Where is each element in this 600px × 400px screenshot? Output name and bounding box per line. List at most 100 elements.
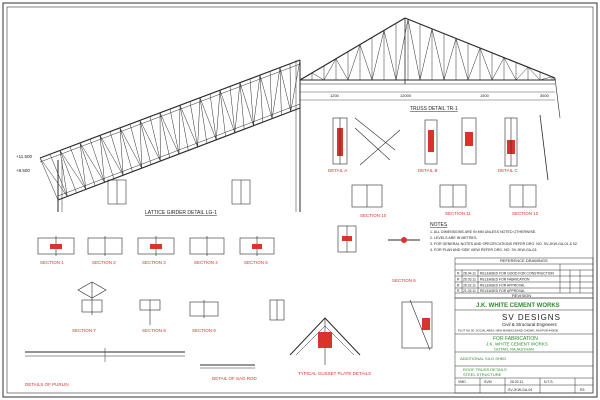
section-7-label: SECTION 7 (72, 328, 96, 333)
web-member (119, 127, 124, 176)
web-member (229, 86, 236, 133)
web-member (269, 71, 273, 119)
sag-rod-detail-label: DETAIL OF SAG ROD (212, 376, 258, 381)
web-member (39, 157, 59, 201)
web-member (159, 112, 180, 155)
web-member (290, 59, 301, 112)
web-member (178, 105, 181, 155)
drawing-number: SV-JKW-GA-04 (508, 388, 532, 392)
web-member (99, 135, 124, 176)
rev-code: R (457, 278, 460, 282)
notes-title: NOTES (430, 222, 448, 228)
section-8-label: SECTION 8 (142, 328, 166, 333)
web-member (279, 67, 282, 116)
rev-date: 26.02.11 (463, 284, 476, 288)
note-line: 1. ALL DIMENSIONS ARE IN MM UNLESS NOTED… (430, 230, 536, 234)
lower-detail-labels: SECTION 7 SECTION 8 SECTION 9 DETAILS OF… (25, 328, 371, 387)
web-member (239, 82, 245, 130)
drawing-scale: N.T.S. (544, 380, 554, 384)
web-member (249, 78, 254, 126)
web-member (69, 146, 87, 190)
checked-by: SVM (484, 380, 492, 384)
rev-desc: RELEASED FOR APPROVAL (480, 284, 525, 288)
web-member (431, 28, 445, 81)
note-line: 4. FOR PLAN AND SIDE VIEW REFER DRG. NO.… (430, 248, 537, 252)
web-member (139, 120, 143, 169)
web-member (539, 76, 553, 81)
detail-c-label: DETAIL C (498, 168, 519, 173)
web-member (79, 142, 96, 186)
web-member (407, 19, 421, 81)
web-member (99, 135, 105, 183)
web-member (129, 124, 143, 169)
web-member (234, 82, 241, 133)
web-member (259, 75, 273, 119)
section-9-label: SECTION 9 (192, 328, 216, 333)
web-member (443, 38, 457, 81)
web-member (271, 67, 281, 119)
web-member (169, 108, 180, 155)
web-member (119, 127, 142, 169)
dim-label: 3500 (540, 93, 550, 98)
rev-desc: RELEASED FOR GOOD FOR CONSTRUCTION (480, 272, 554, 276)
web-member (119, 127, 133, 172)
rev-date: 21.02.11 (463, 289, 476, 293)
web-member (139, 120, 152, 165)
web-member (39, 157, 68, 197)
note-line: 3. FOR GENERAL NOTES AND SPECIFICATIONS … (430, 242, 578, 246)
drawing-status: FOR FABRICATION (493, 336, 538, 342)
web-member (347, 44, 361, 81)
reference-table-text: REFERENCE DRAWINGS R 28.04.11 RELEASED F… (457, 258, 554, 298)
connection-details-right (332, 114, 549, 181)
note-line: 2. LEVELS ARE IN METRES. (430, 236, 477, 240)
roof-truss-elevation (299, 17, 561, 119)
section-1-label: SECTION 1 (40, 260, 64, 265)
web-member (299, 72, 313, 81)
web-member (59, 150, 68, 197)
web-member (199, 97, 217, 140)
level-label: +8.500 (16, 168, 30, 173)
section-12-label: SECTION 12 (512, 211, 539, 216)
column-details-middle (107, 179, 251, 205)
title-block-text: J.K. WHITE CEMENT WORKS SV DESIGNS Civil… (458, 303, 585, 392)
web-member (383, 30, 397, 81)
rafter-view-label: LATTICE GIRDER DETAIL LG-1 (145, 210, 217, 216)
title-block (454, 297, 594, 394)
web-member (59, 150, 87, 190)
web-member (467, 47, 481, 81)
web-member (371, 30, 385, 81)
section-4-label: SECTION 4 (194, 260, 218, 265)
web-member (189, 101, 198, 147)
section-6-label: SECTION 6 (392, 278, 416, 283)
drawing-title-2: STEEL STRUCTURE (463, 372, 502, 377)
designer-subtitle: Civil & Structural Engineers (502, 322, 558, 327)
lattice-girder-elevation (39, 59, 301, 212)
web-member (59, 150, 77, 194)
client-logo-text: J.K. WHITE CEMENT WORKS (476, 303, 560, 309)
web-member (515, 67, 529, 81)
rev-code: R (457, 289, 460, 293)
section-3-label: SECTION 3 (142, 260, 166, 265)
web-member (527, 67, 541, 81)
revision-number: R3 (580, 388, 585, 392)
web-member (209, 93, 217, 140)
rafter-labels: +11.500 +8.500 LATTICE GIRDER DETAIL LG-… (16, 154, 217, 216)
project-client: J.K. WHITE CEMENT WORKS (486, 342, 548, 347)
web-member (551, 76, 556, 81)
drawn-by: VMD (458, 380, 466, 384)
revision-label: REVISION (512, 293, 531, 298)
sections-row (37, 225, 420, 256)
web-member (311, 72, 325, 81)
web-member (323, 58, 337, 81)
web-member (395, 19, 409, 81)
designer-name: SV DESIGNS (502, 313, 561, 322)
dim-label: 1200 (330, 93, 340, 98)
web-member (89, 139, 105, 183)
web-member (239, 82, 254, 126)
web-member (149, 116, 161, 162)
designer-address: PLOT NO.50, SOCIAL AREA, NEW MANEKCHAND … (458, 329, 559, 333)
web-member (215, 90, 221, 140)
dim-label: 1500 (480, 93, 490, 98)
